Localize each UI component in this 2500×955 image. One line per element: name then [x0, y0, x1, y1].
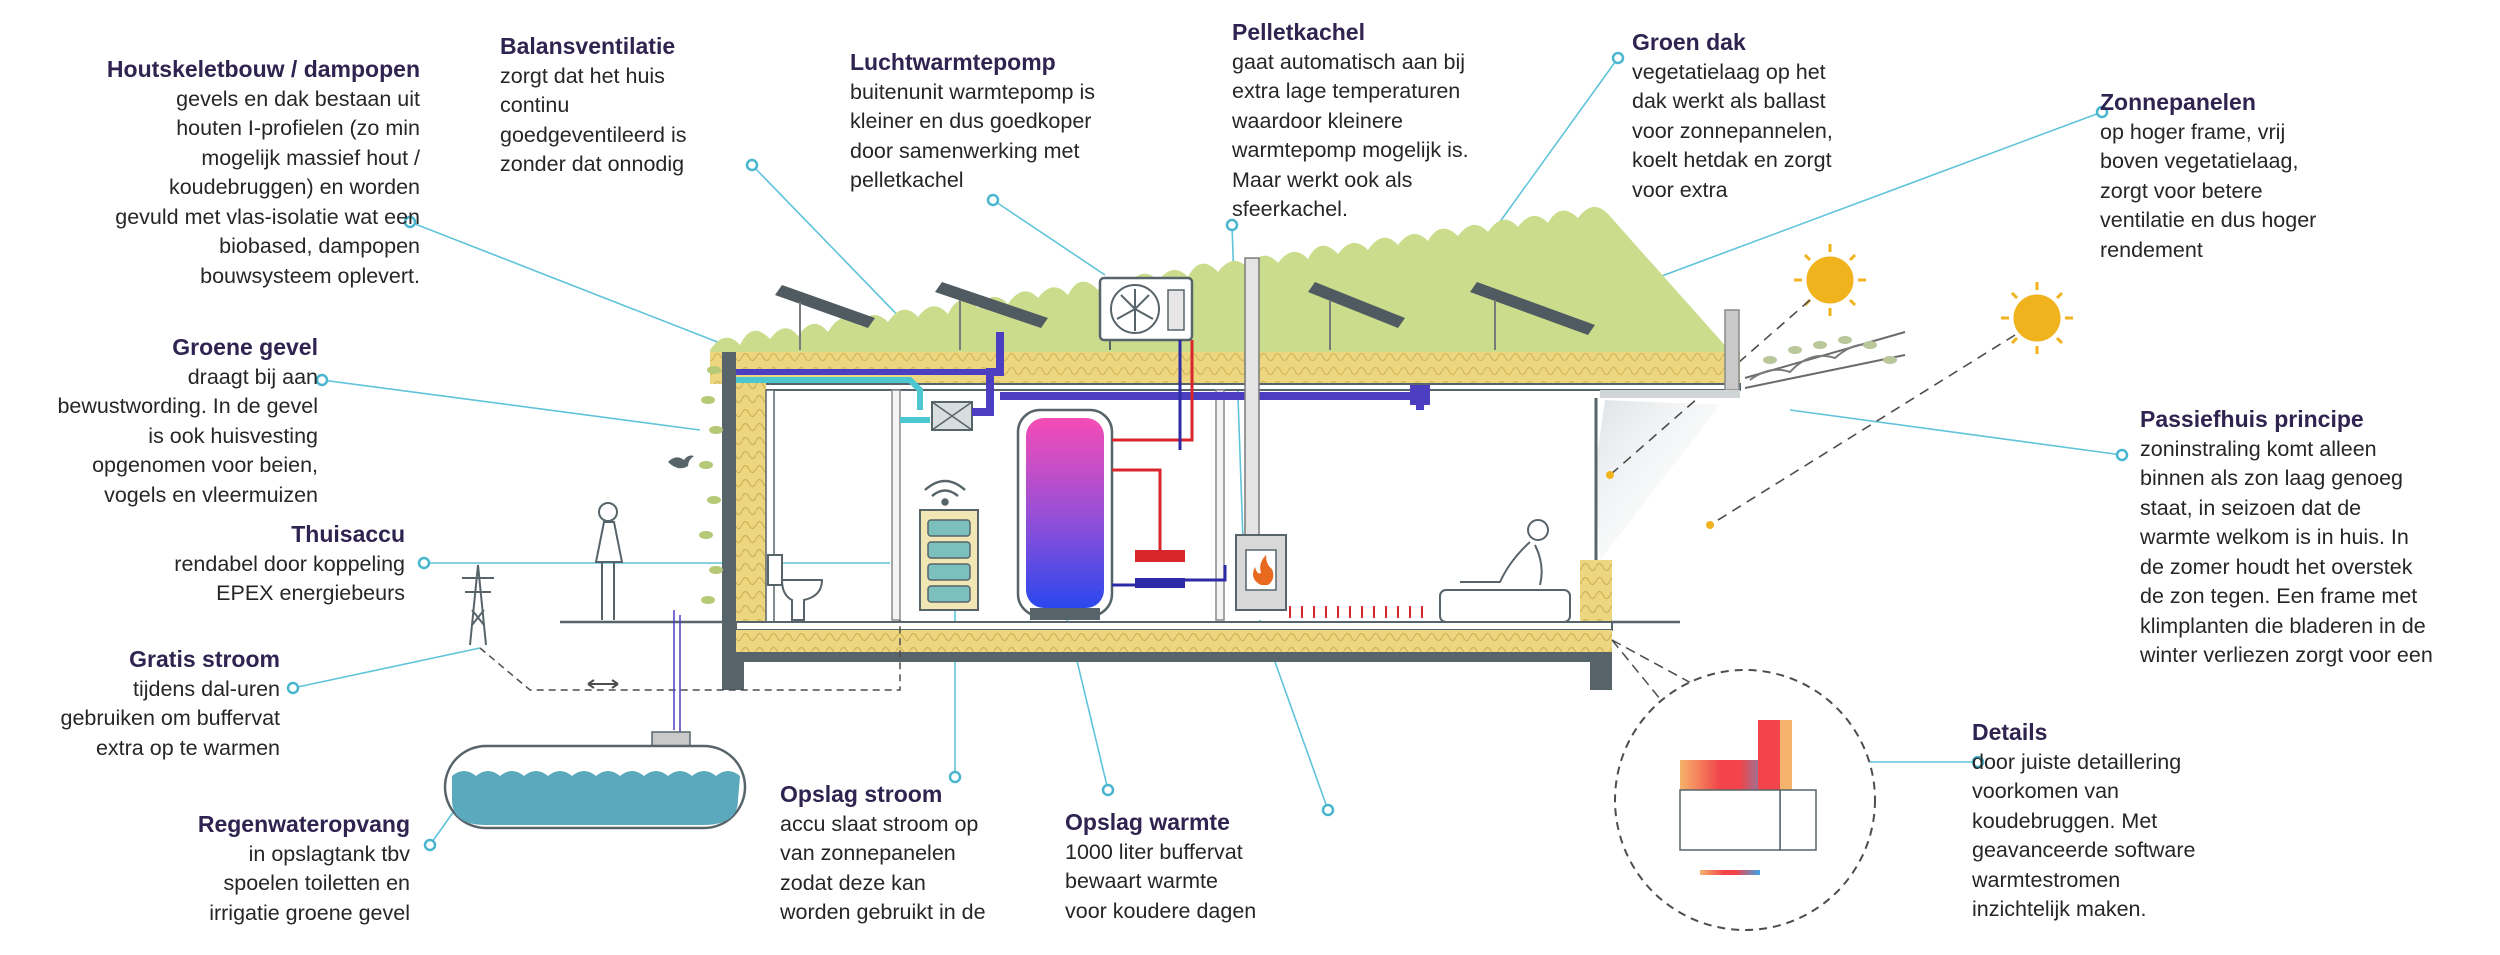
label-houtskeletbouw: Houtskeletbouw / dampopen gevels en dak … [0, 55, 420, 291]
floor-heating-arrows [1289, 606, 1423, 618]
label-title: Pelletkachel [1232, 19, 1365, 45]
label-passiefhuis: Passiefhuis principe zoninstraling komt … [2140, 405, 2500, 671]
label-luchtwarmtepomp: Luchtwarmtepomp buitenunit warmtepomp is… [850, 48, 1150, 196]
thermal-bridge-detail [1614, 669, 1876, 931]
leader-dots [286, 51, 2129, 852]
buffer-tank [1016, 408, 1114, 620]
label-title: Details [1972, 719, 2048, 745]
pellet-stove [1235, 257, 1287, 611]
label-gratis-stroom: Gratis stroom tijdens dal-uren gebruiken… [0, 645, 280, 763]
sun-icon [2001, 282, 2073, 354]
label-title: Opslag stroom [780, 781, 943, 807]
label-title: Luchtwarmtepomp [850, 49, 1056, 75]
label-body: tijdens dal-uren gebruiken om buffervat … [60, 676, 280, 760]
flame-icon [1253, 555, 1274, 585]
label-body: door juiste detaillering voorkomen van k… [1972, 749, 2196, 922]
label-body: gaat automatisch aan bij extra lage temp… [1232, 49, 1469, 222]
label-body: buitenunit warmtepomp is kleiner en dus … [850, 79, 1095, 193]
label-body: rendabel door koppeling EPEX energiebeur… [174, 551, 405, 606]
person-icon [594, 502, 624, 620]
label-title: Thuisaccu [291, 521, 405, 547]
label-body: draagt bij aan bewustwording. In de geve… [57, 364, 318, 507]
heat-pump-fan-icon [1098, 276, 1194, 350]
label-body: accu slaat stroom op van zonnepanelen zo… [780, 811, 986, 925]
label-title: Passiefhuis principe [2140, 406, 2364, 432]
person-icon [1439, 519, 1571, 623]
label-regenwateropvang: Regenwateropvang in opslagtank tbv spoel… [0, 810, 410, 928]
label-body: gevels en dak bestaan uit houten I-profi… [115, 86, 420, 288]
manifold [1135, 550, 1185, 562]
label-body: op hoger frame, vrij boven vegetatielaag… [2100, 119, 2317, 262]
ventilation-system [736, 332, 1430, 431]
label-title: Groene gevel [172, 334, 318, 360]
green-facade [699, 366, 723, 604]
manifold [1135, 578, 1185, 588]
label-thuisaccu: Thuisaccu rendabel door koppeling EPEX e… [0, 520, 405, 609]
sun-rays [1609, 299, 2016, 526]
label-body: zorgt dat het huis continu goedgeventile… [500, 63, 687, 177]
bidirectional-arrow [587, 679, 619, 689]
label-body: in opslagtank tbv spoelen toiletten en i… [209, 841, 410, 925]
toilet-icon [767, 554, 824, 621]
label-title: Opslag warmte [1065, 809, 1230, 835]
house-structure [560, 352, 1680, 690]
climbing-plant-frame [1744, 331, 1906, 389]
label-pelletkachel: Pelletkachel gaat automatisch aan bij ex… [1232, 18, 1532, 225]
detail-guide [1611, 639, 1666, 706]
label-opslag-stroom: Opslag stroom accu slaat stroom op van z… [780, 780, 1040, 928]
pylon-icon [462, 564, 494, 646]
battery-icon [919, 509, 979, 611]
label-zonnepanelen: Zonnepanelen op hoger frame, vrij boven … [2100, 88, 2380, 265]
solar-panels [775, 282, 1595, 350]
rainwater-tank [443, 731, 747, 830]
sunlight-beam [1595, 400, 1720, 560]
label-title: Groen dak [1632, 29, 1746, 55]
label-title: Balansventilatie [500, 33, 676, 59]
label-details: Details door juiste detaillering voorkom… [1972, 718, 2252, 925]
label-title: Zonnepanelen [2100, 89, 2256, 115]
label-body: zoninstraling komt alleen binnen als zon… [2140, 436, 2433, 668]
label-groene-gevel: Groene gevel draagt bij aan bewustwordin… [0, 333, 318, 510]
rainwater-pipes [673, 610, 681, 735]
bird-icon [668, 455, 694, 469]
label-groen-dak: Groen dak vegetatielaag op het dak werkt… [1632, 28, 1912, 205]
label-title: Houtskeletbouw / dampopen [106, 56, 420, 82]
label-opslag-warmte: Opslag warmte 1000 liter buffervat bewaa… [1065, 808, 1325, 926]
label-body: 1000 liter buffervat bewaart warmte voor… [1065, 839, 1257, 923]
label-title: Regenwateropvang [197, 811, 410, 837]
grid-cable [479, 620, 901, 691]
label-balansventilatie: Balansventilatie zorgt dat het huis cont… [500, 32, 730, 180]
label-title: Gratis stroom [129, 646, 280, 672]
label-body: vegetatielaag op het dak werkt als balla… [1632, 59, 1833, 202]
wifi-icon [924, 479, 966, 506]
